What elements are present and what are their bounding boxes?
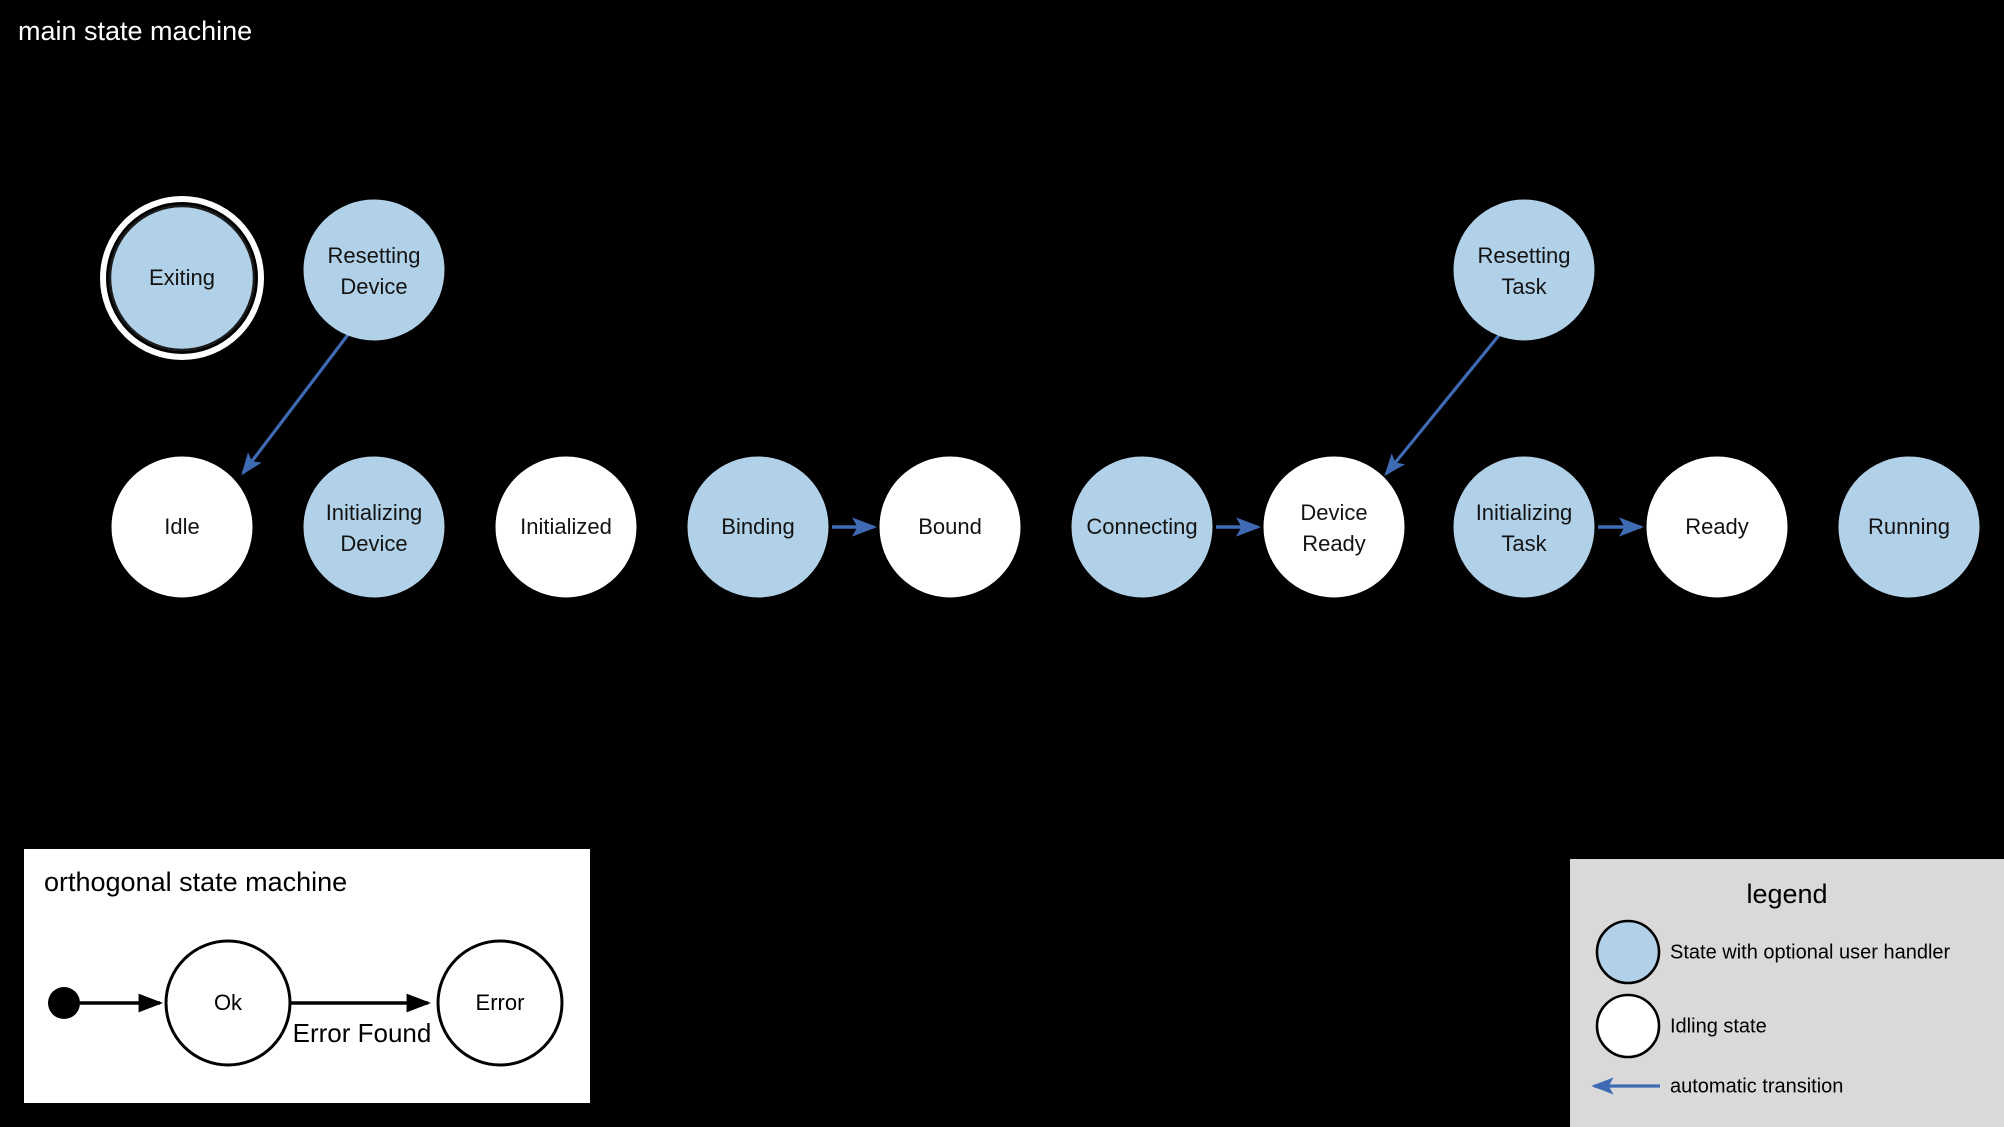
state-label-bound: Bound: [918, 514, 982, 539]
initialized-circle: [495, 456, 637, 598]
main-nodes: Exiting Resetting Device Resetting Task …: [100, 196, 1980, 598]
legend-item-automatic-transition[interactable]: automatic transition: [1591, 1075, 1843, 1097]
state-label-idle: Idle: [164, 514, 199, 539]
legend-label-automatic-transition: automatic transition: [1670, 1075, 1843, 1097]
main-title: main state machine: [18, 16, 252, 46]
state-label-resetting-device-line2: Device: [340, 274, 407, 299]
resetting-task-circle: [1453, 199, 1595, 341]
state-label-initializing-task-line2: Task: [1501, 531, 1547, 556]
legend-empty-circle-icon: [1595, 993, 1661, 1059]
initializing-device-circle: [303, 456, 445, 598]
state-label-resetting-task-line1: Resetting: [1478, 243, 1571, 268]
legend-label-handler-state: State with optional user handler: [1670, 941, 1951, 963]
transition-resetting-device-to-idle[interactable]: [241, 331, 352, 476]
exiting-circle: [108, 204, 256, 352]
state-node-running[interactable]: Running: [1838, 456, 1980, 598]
state-node-resetting-device[interactable]: Resetting Device: [303, 199, 445, 341]
state-node-connecting[interactable]: Connecting: [1071, 456, 1213, 598]
orthogonal-state-node-error[interactable]: Error: [436, 939, 564, 1067]
state-node-exiting[interactable]: Exiting: [100, 196, 264, 360]
legend-panel-background: [1570, 859, 2004, 1127]
state-label-resetting-task-line2: Task: [1501, 274, 1547, 299]
orthogonal-state-node-ok[interactable]: Ok: [164, 939, 292, 1067]
orthogonal-label-ok: Ok: [214, 990, 243, 1015]
state-label-device-ready-line1: Device: [1300, 500, 1367, 525]
legend-panel: legend State with optional user handler …: [1570, 859, 2004, 1127]
legend-item-handler-state[interactable]: State with optional user handler: [1595, 919, 1951, 985]
state-label-device-ready-line2: Ready: [1302, 531, 1366, 556]
initializing-task-circle: [1453, 456, 1595, 598]
orthogonal-error-circle: [436, 939, 564, 1067]
legend-label-idling-state: Idling state: [1670, 1015, 1767, 1037]
orthogonal-label-error: Error: [476, 990, 525, 1015]
state-label-initialized: Initialized: [520, 514, 612, 539]
legend-item-idling-state[interactable]: Idling state: [1595, 993, 1767, 1059]
state-node-initialized[interactable]: Initialized: [495, 456, 637, 598]
exiting-outer-ring: [100, 196, 264, 360]
running-circle: [1838, 456, 1980, 598]
connecting-circle: [1071, 456, 1213, 598]
state-label-exiting: Exiting: [149, 265, 215, 290]
state-label-running: Running: [1868, 514, 1950, 539]
transition-resetting-task-to-device-ready[interactable]: [1384, 332, 1502, 477]
state-label-initializing-device-line2: Device: [340, 531, 407, 556]
ready-circle: [1646, 456, 1788, 598]
main-transitions: [241, 331, 1645, 537]
orthogonal-transition-label-error-found: Error Found: [293, 1018, 432, 1048]
orthogonal-state-machine-panel: orthogonal state machine Ok Error Found …: [20, 845, 594, 1107]
orthogonal-title: orthogonal state machine: [44, 867, 347, 897]
legend-filled-circle-icon: [1595, 919, 1661, 985]
binding-circle: [687, 456, 829, 598]
idle-circle: [111, 456, 253, 598]
state-node-ready[interactable]: Ready: [1646, 456, 1788, 598]
state-node-idle[interactable]: Idle: [111, 456, 253, 598]
state-node-initializing-task[interactable]: Initializing Task: [1453, 456, 1595, 598]
state-label-resetting-device-line1: Resetting: [328, 243, 421, 268]
state-label-initializing-task-line1: Initializing: [1476, 500, 1573, 525]
state-node-bound[interactable]: Bound: [879, 456, 1021, 598]
state-label-ready: Ready: [1685, 514, 1749, 539]
legend-title: legend: [1746, 879, 1827, 909]
state-node-device-ready[interactable]: Device Ready: [1263, 456, 1405, 598]
device-ready-circle: [1263, 456, 1405, 598]
resetting-device-circle: [303, 199, 445, 341]
state-node-resetting-task[interactable]: Resetting Task: [1453, 199, 1595, 341]
state-node-binding[interactable]: Binding: [687, 456, 829, 598]
state-label-connecting: Connecting: [1086, 514, 1197, 539]
state-node-initializing-device[interactable]: Initializing Device: [303, 456, 445, 598]
state-label-initializing-device-line1: Initializing: [326, 500, 423, 525]
bound-circle: [879, 456, 1021, 598]
state-label-binding: Binding: [721, 514, 794, 539]
orthogonal-initial-state-dot[interactable]: [48, 987, 80, 1019]
